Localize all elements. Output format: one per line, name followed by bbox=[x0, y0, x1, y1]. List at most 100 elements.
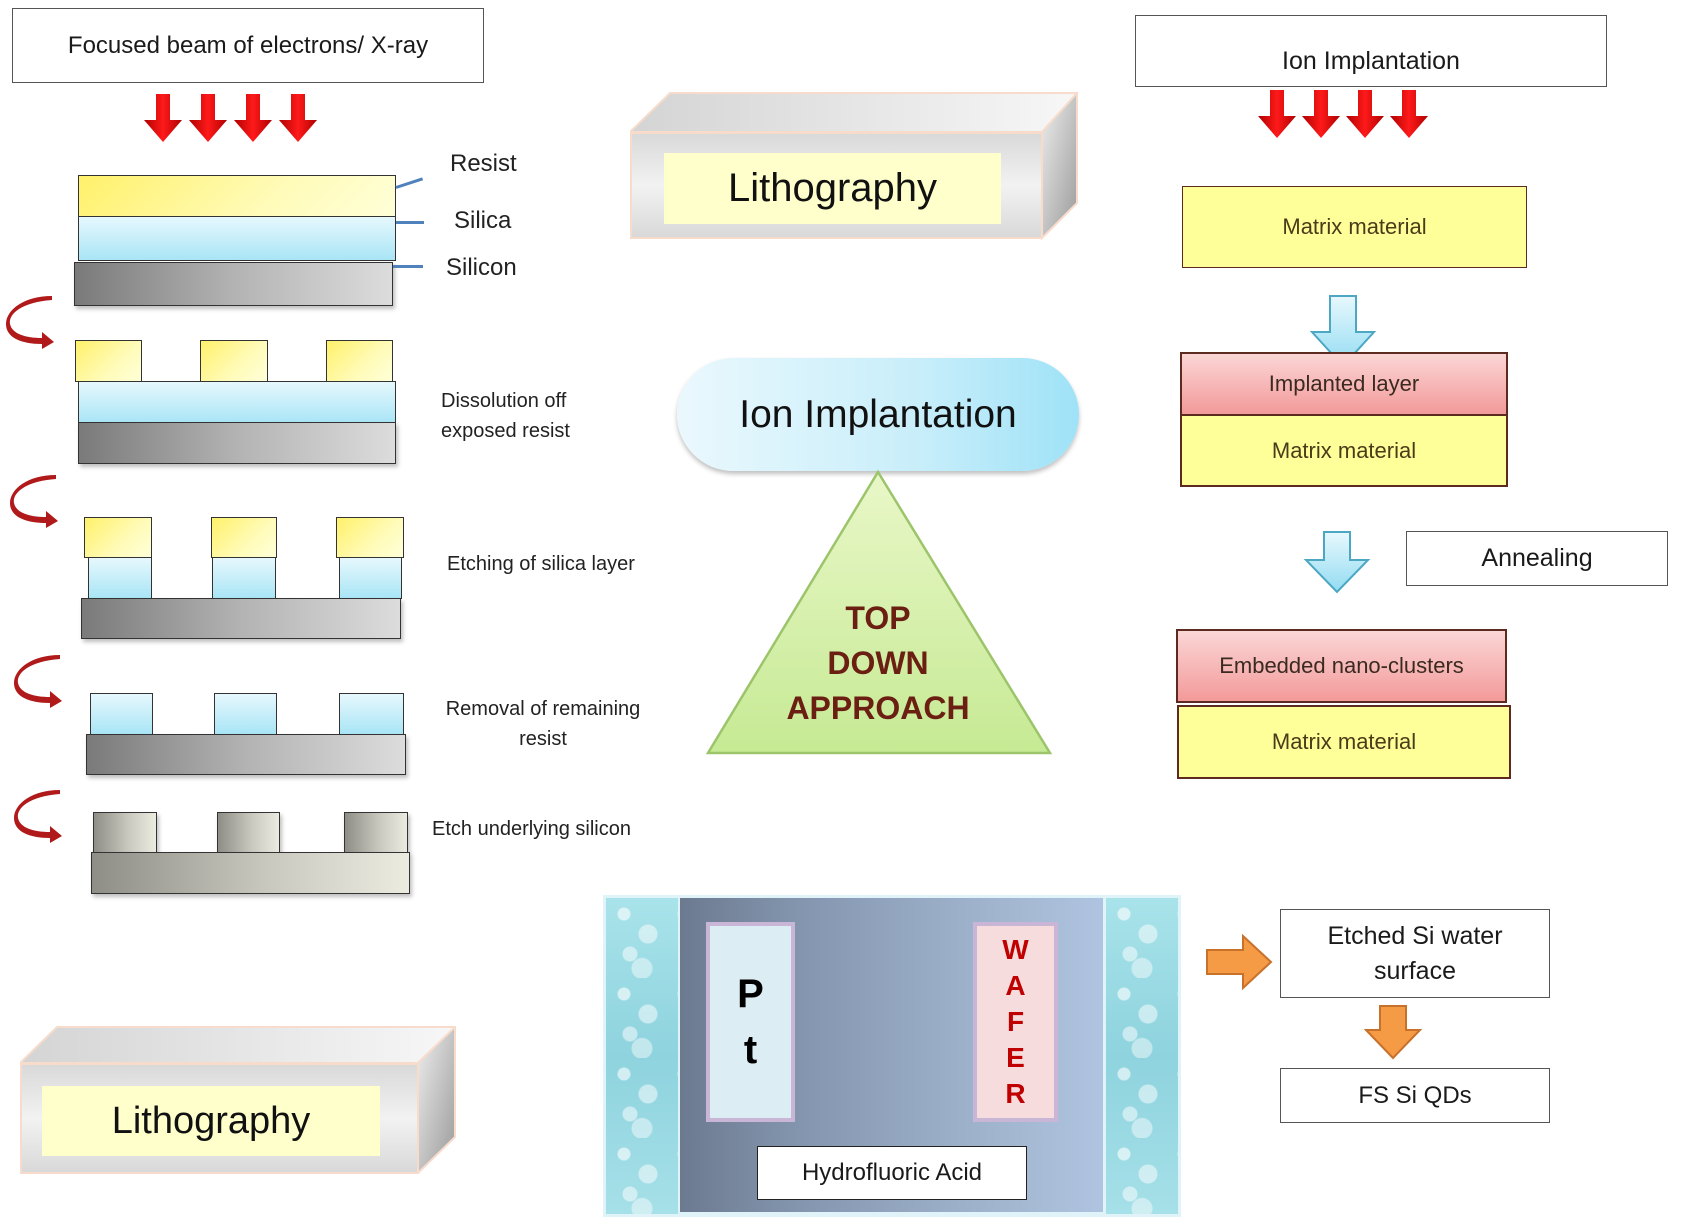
silica-connector bbox=[396, 221, 424, 224]
flow-right-arrow-icon bbox=[1206, 934, 1273, 990]
lithography-label-box: Lithography bbox=[42, 1086, 380, 1156]
down-arrow-icon bbox=[1390, 90, 1428, 138]
silicon-layer bbox=[74, 262, 393, 306]
down-arrow-icon bbox=[1302, 90, 1340, 138]
step-dissolution-label: Dissolution off exposed resist bbox=[441, 386, 570, 446]
wafer-letter: E bbox=[1006, 1042, 1025, 1073]
resist-pad bbox=[211, 517, 277, 558]
lithography-block-bottom: Lithography bbox=[20, 1026, 456, 1174]
silica-pad bbox=[88, 557, 152, 599]
silicon-layer bbox=[81, 598, 401, 639]
annealing-box: Annealing bbox=[1406, 531, 1668, 586]
implanted-layer-label: Implanted layer bbox=[1268, 371, 1420, 396]
beam-source-box: Focused beam of electrons/ X-ray bbox=[12, 8, 484, 83]
resist-pad bbox=[200, 340, 268, 382]
matrix-material-label: Matrix material bbox=[1271, 729, 1417, 754]
wafer-letter: W bbox=[1002, 934, 1029, 965]
silica-pad bbox=[212, 557, 276, 599]
lithography-label: Lithography bbox=[111, 1099, 311, 1142]
fs-si-qds-label: FS Si QDs bbox=[1358, 1081, 1472, 1109]
implanted-layer-box: Implanted layer bbox=[1180, 352, 1508, 416]
etched-si-line: surface bbox=[1374, 956, 1456, 985]
step-label-line: Removal of remaining bbox=[445, 698, 641, 720]
lithography-label: Lithography bbox=[727, 166, 938, 210]
step-removal-label: Removal of remaining resist bbox=[433, 694, 653, 754]
silicon-label: Silicon bbox=[446, 254, 517, 281]
matrix-material-label: Matrix material bbox=[1271, 437, 1417, 463]
top-down-approach-label: TOP DOWN APPROACH bbox=[760, 596, 996, 731]
ion-implantation-title: Ion Implantation bbox=[1282, 47, 1460, 75]
lithography-label-box: Lithography bbox=[664, 153, 1001, 224]
step-label-line: exposed resist bbox=[441, 420, 570, 442]
wafer-electrode: W A F E R bbox=[973, 922, 1058, 1122]
ion-implantation-pill: Ion Implantation bbox=[677, 358, 1079, 471]
silicon-pillar bbox=[344, 812, 408, 853]
ion-beam-arrows bbox=[1258, 90, 1428, 138]
silicon-layer bbox=[91, 852, 410, 894]
etched-si-line: Etched Si water bbox=[1327, 921, 1503, 950]
step-etch-silicon-label: Etch underlying silicon bbox=[432, 818, 631, 840]
resist-label: Resist bbox=[450, 150, 517, 177]
annealing-down-arrow-icon bbox=[1303, 531, 1371, 594]
matrix-material-box: Matrix material bbox=[1177, 705, 1511, 779]
silica-pad bbox=[339, 693, 404, 735]
resist-connector bbox=[395, 177, 424, 189]
flow-down-arrow-icon bbox=[1364, 1005, 1422, 1060]
block-3d-frame bbox=[630, 92, 1078, 240]
matrix-material-box: Matrix material bbox=[1182, 186, 1527, 268]
fs-si-qds-box: FS Si QDs bbox=[1280, 1068, 1550, 1123]
lithography-block-top: Lithography bbox=[630, 92, 1078, 240]
silica-layer bbox=[78, 381, 396, 424]
silica-pad bbox=[214, 693, 277, 735]
resist-layer bbox=[78, 175, 396, 217]
resist-pad bbox=[326, 340, 393, 382]
down-arrow-icon bbox=[1258, 90, 1296, 138]
hydrofluoric-acid-box: Hydrofluoric Acid bbox=[757, 1146, 1027, 1200]
silica-label: Silica bbox=[454, 207, 512, 234]
curved-arrow-icon bbox=[10, 475, 58, 528]
beam-arrows bbox=[144, 94, 317, 142]
beam-source-label: Focused beam of electrons/ X-ray bbox=[67, 31, 429, 59]
curved-arrow-icon bbox=[14, 655, 62, 708]
wafer-letter: R bbox=[1005, 1078, 1026, 1109]
ion-implantation-pill-label: Ion Implantation bbox=[739, 392, 1017, 436]
pt-letter: P bbox=[737, 972, 764, 1016]
matrix-material-label: Matrix material bbox=[1282, 214, 1427, 239]
silicon-layer bbox=[86, 734, 406, 775]
approach-line: DOWN bbox=[827, 645, 929, 681]
silica-pad bbox=[339, 557, 402, 599]
water-texture-right bbox=[1106, 898, 1178, 1214]
embedded-nanoclusters-label: Embedded nano-clusters bbox=[1219, 653, 1464, 678]
approach-line: TOP bbox=[845, 600, 911, 636]
wafer-letter: F bbox=[1006, 1006, 1025, 1037]
step-label-line: resist bbox=[519, 728, 567, 750]
down-arrow-icon bbox=[144, 94, 182, 142]
pt-letter: t bbox=[743, 1028, 758, 1072]
wafer-letter: A bbox=[1005, 970, 1026, 1001]
down-arrow-icon bbox=[1346, 90, 1384, 138]
water-texture-left bbox=[606, 898, 678, 1214]
resist-pad bbox=[75, 340, 142, 382]
pt-electrode: P t bbox=[706, 922, 795, 1122]
down-arrow-icon bbox=[234, 94, 272, 142]
silicon-connector bbox=[393, 265, 423, 268]
process-down-arrow-icon bbox=[1309, 295, 1377, 368]
annealing-label: Annealing bbox=[1481, 544, 1593, 572]
down-arrow-icon bbox=[279, 94, 317, 142]
silicon-pillar bbox=[217, 812, 280, 853]
silica-layer bbox=[78, 216, 396, 261]
ion-implantation-title-box: Ion Implantation bbox=[1135, 15, 1607, 87]
embedded-nanoclusters-box: Embedded nano-clusters bbox=[1176, 629, 1507, 703]
resist-pad bbox=[336, 517, 404, 558]
matrix-material-box: Matrix material bbox=[1180, 414, 1508, 487]
curved-arrow-icon bbox=[6, 296, 54, 349]
approach-line: APPROACH bbox=[786, 690, 970, 726]
top-down-triangle bbox=[705, 469, 1053, 755]
hydrofluoric-acid-label: Hydrofluoric Acid bbox=[801, 1159, 983, 1186]
step-label-line: Dissolution off bbox=[441, 390, 567, 412]
silicon-pillar bbox=[93, 812, 157, 853]
silicon-layer bbox=[78, 422, 396, 464]
curved-arrow-icon bbox=[14, 790, 62, 843]
silica-pad bbox=[90, 693, 153, 735]
resist-pad bbox=[84, 517, 152, 558]
